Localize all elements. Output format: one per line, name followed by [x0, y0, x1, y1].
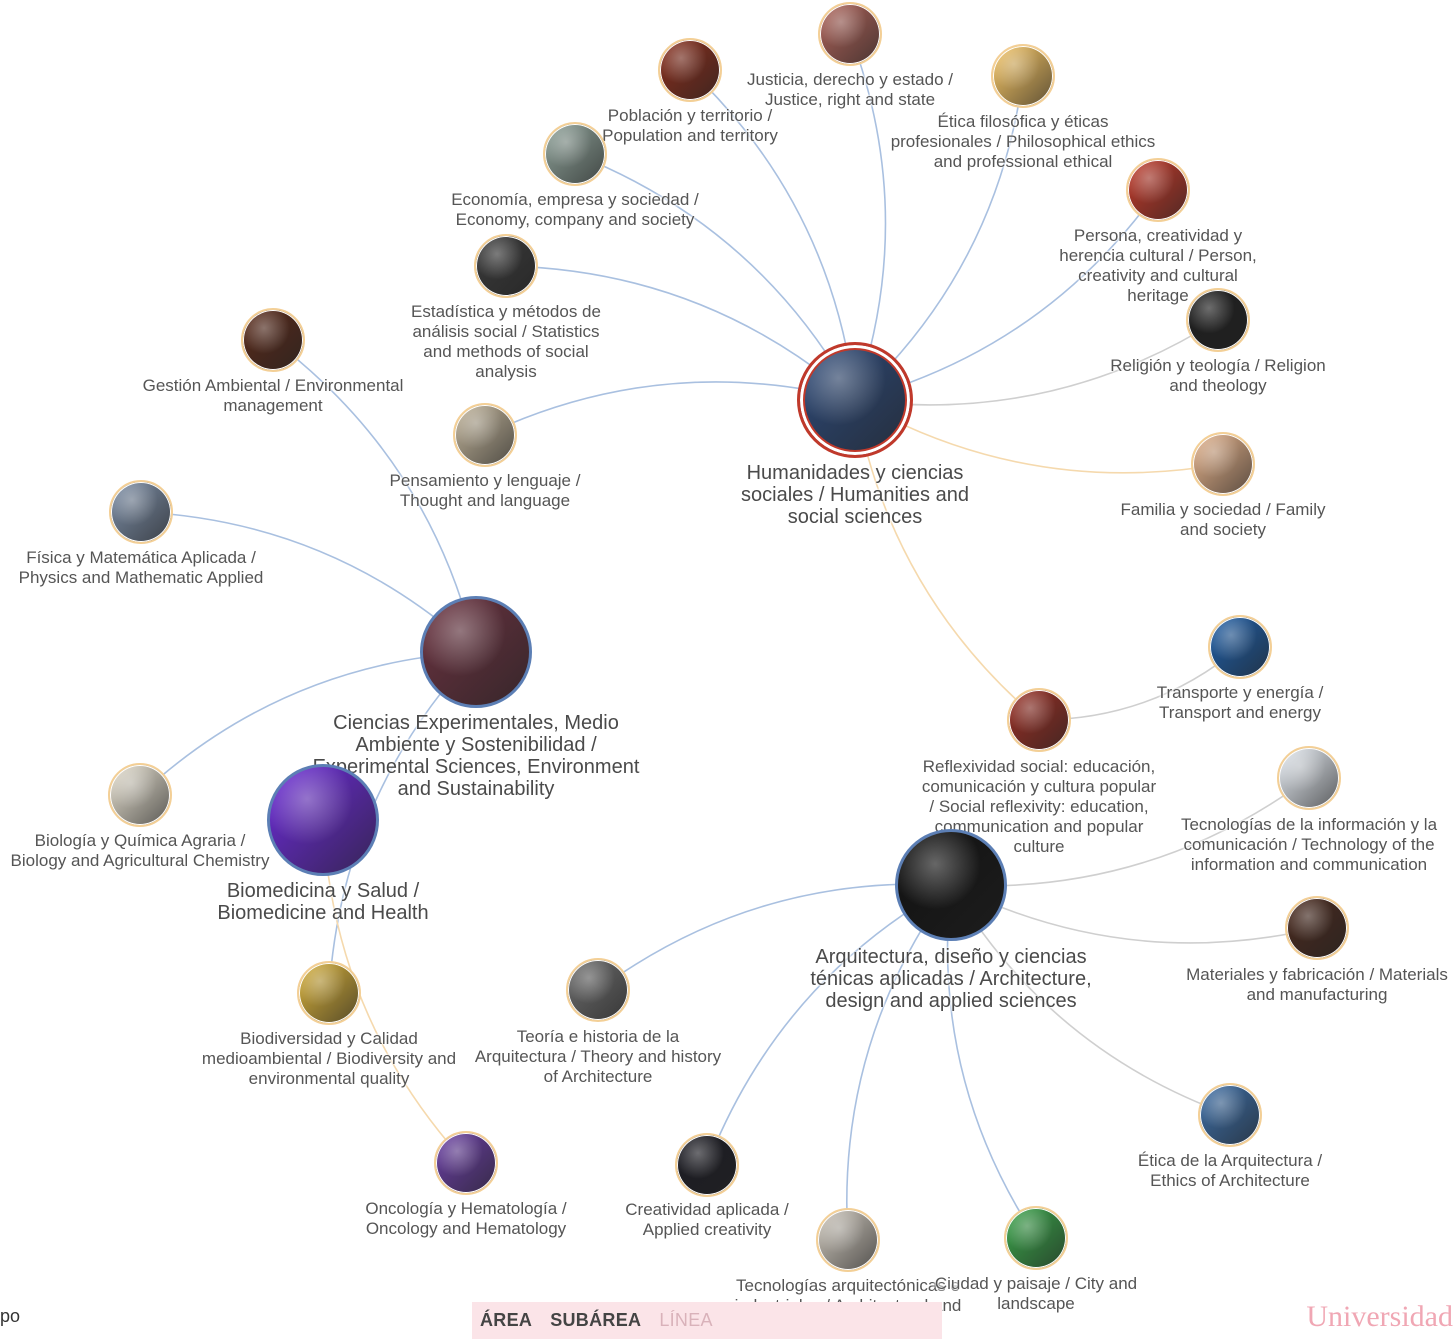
hand-phone-photo[interactable]	[241, 308, 305, 372]
subarea-label-tran[interactable]: Transporte y energía / Transport and ene…	[1156, 683, 1324, 722]
level-area-tab[interactable]: ÁREA	[480, 1310, 533, 1330]
cells-photo[interactable]	[434, 1131, 498, 1195]
hands-together-photo[interactable]	[797, 342, 913, 458]
figures-photo[interactable]	[1007, 688, 1071, 752]
subarea-label-tecn[interactable]: Tecnologías de la información y la comun…	[1180, 815, 1438, 874]
subarea-label-biod[interactable]: Biodiversidad y Calidad medioambiental /…	[201, 1029, 457, 1088]
microscope-photo[interactable]	[267, 764, 379, 876]
subarea-label-just[interactable]: Justicia, derecho y estado / Justice, ri…	[746, 70, 953, 109]
letters-photo[interactable]	[453, 403, 517, 467]
seedling-photo[interactable]	[108, 763, 172, 827]
facade-photo[interactable]	[566, 958, 630, 1022]
level-subarea-tab[interactable]: SUBÁREA	[550, 1310, 642, 1330]
view-level-bar: ÁREA SUBÁREA LÍNEA	[472, 1302, 942, 1339]
calculator-photo[interactable]	[474, 234, 538, 298]
paper-family-photo[interactable]	[1191, 432, 1255, 496]
subarea-label-econ[interactable]: Economía, empresa y sociedad / Economy, …	[451, 190, 699, 229]
skyscraper-photo[interactable]	[1198, 1083, 1262, 1147]
subarea-label-onco[interactable]: Oncología y Hematología / Oncology and H…	[365, 1199, 567, 1238]
shelves-photo[interactable]	[816, 1208, 880, 1272]
palm-trees-photo[interactable]	[1208, 615, 1272, 679]
area-label-arq[interactable]: Arquitectura, diseño y ciencias ténicas …	[810, 946, 1092, 1012]
subarea-label-gest[interactable]: Gestión Ambiental / Environmental manage…	[142, 376, 404, 415]
subarea-label-pobl[interactable]: Población y territorio / Population and …	[602, 106, 778, 145]
hand-device-photo[interactable]	[1277, 746, 1341, 810]
area-label-hum[interactable]: Humanidades y ciencias sociales / Humani…	[741, 462, 969, 528]
banknotes-photo[interactable]	[543, 122, 607, 186]
red-forest-photo[interactable]	[420, 596, 532, 708]
subarea-label-refl[interactable]: Reflexividad social: educación, comunica…	[921, 757, 1157, 856]
subarea-label-esta[interactable]: Estadística y métodos de análisis social…	[411, 302, 601, 381]
university-brand-logo: Universidad	[1306, 1300, 1453, 1333]
collage-photo[interactable]	[658, 38, 722, 102]
subarea-label-ciud[interactable]: Ciudad y paisaje / City and landscape	[934, 1274, 1138, 1313]
area-label-bio[interactable]: Biomedicina y Salud / Biomedicine and He…	[217, 880, 429, 924]
green-city-icon[interactable]	[1004, 1206, 1068, 1270]
subarea-label-teor[interactable]: Teoría e historia de la Arquitectura / T…	[474, 1027, 722, 1086]
area-label-cien[interactable]: Ciencias Experimentales, Medio Ambiente …	[312, 712, 640, 800]
hand-pen-photo[interactable]	[675, 1133, 739, 1197]
subarea-label-etia[interactable]: Ética de la Arquitectura / Ethics of Arc…	[1137, 1151, 1323, 1190]
subarea-label-mate[interactable]: Materiales y fabricación / Materials and…	[1186, 965, 1448, 1004]
plasma-photo[interactable]	[109, 480, 173, 544]
flags-photo[interactable]	[1126, 158, 1190, 222]
subarea-label-crea[interactable]: Creatividad aplicada / Applied creativit…	[625, 1200, 789, 1239]
subarea-label-etic[interactable]: Ética filosófica y éticas profesionales …	[890, 112, 1156, 171]
subarea-label-pens[interactable]: Pensamiento y lenguaje / Thought and lan…	[389, 471, 581, 510]
left-edge-fragment: po	[0, 1306, 21, 1326]
subarea-label-reli[interactable]: Religión y teología / Religion and theol…	[1110, 356, 1326, 395]
gavel-photo[interactable]	[818, 2, 882, 66]
yellow-tree-photo[interactable]	[297, 961, 361, 1025]
lightbulb-icon[interactable]	[991, 44, 1055, 108]
subarea-label-fisi[interactable]: Física y Matemática Aplicada / Physics a…	[18, 548, 264, 587]
subarea-label-biol[interactable]: Biología y Química Agraria / Biology and…	[10, 831, 270, 870]
level-line-tab[interactable]: LÍNEA	[659, 1310, 713, 1330]
factory-photo[interactable]	[1285, 896, 1349, 960]
architecture-model-photo[interactable]	[895, 829, 1007, 941]
book-photo[interactable]	[1186, 288, 1250, 352]
subarea-label-pers[interactable]: Persona, creatividad y herencia cultural…	[1059, 226, 1257, 305]
subarea-label-fami[interactable]: Familia y sociedad / Family and society	[1120, 500, 1326, 539]
